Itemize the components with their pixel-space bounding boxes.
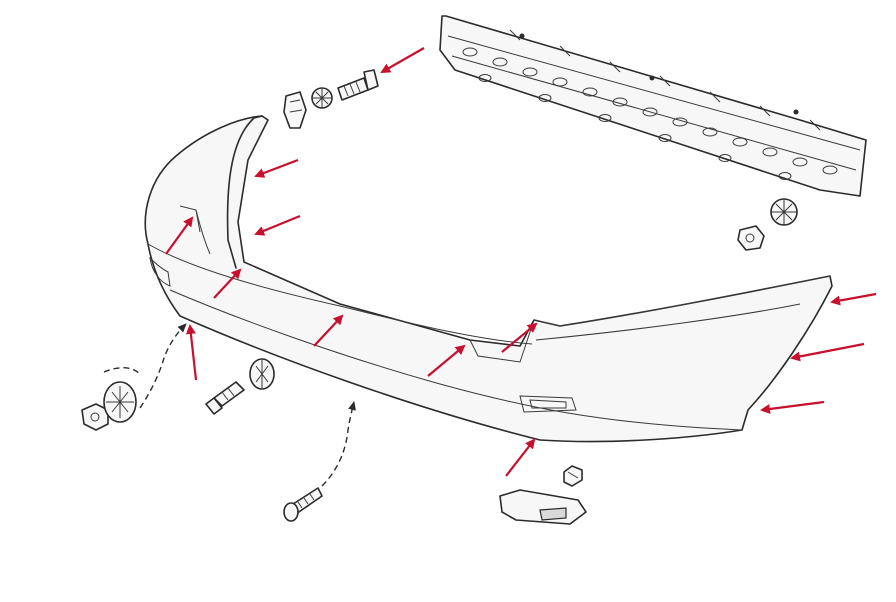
callout-arrow <box>313 314 344 347</box>
screw-icon <box>283 487 323 522</box>
dashed-arc <box>103 367 141 375</box>
rivet-icon <box>563 465 583 487</box>
callout-arrows <box>165 47 877 477</box>
nut-icon <box>81 403 109 431</box>
dashed-assembly-arrow <box>321 401 356 487</box>
callout-arrow <box>830 292 877 306</box>
callout-arrow <box>213 268 242 299</box>
nut-icon <box>737 225 765 251</box>
callout-arrow <box>380 47 425 73</box>
callout-arrow <box>165 216 194 255</box>
washer-icon <box>249 358 275 390</box>
callout-arrow <box>427 344 466 377</box>
bumper-cover <box>144 115 833 443</box>
callout-arrow <box>501 322 538 353</box>
bolt-icon <box>337 69 379 101</box>
bumper-reinforcement-beam <box>439 15 867 197</box>
callout-arrow <box>505 438 536 477</box>
dashed-assembly-arrow <box>139 323 187 409</box>
washer-icon <box>770 198 798 226</box>
clip-icon <box>283 91 307 129</box>
callout-arrow <box>790 342 865 362</box>
callout-arrow <box>185 324 198 381</box>
washer-icon <box>103 381 137 423</box>
reflector-part <box>499 489 587 525</box>
washer-icon <box>311 87 333 109</box>
callout-arrow <box>254 158 299 178</box>
callout-arrow <box>760 400 825 414</box>
callout-arrow <box>254 214 301 236</box>
bolt-icon <box>205 381 245 415</box>
